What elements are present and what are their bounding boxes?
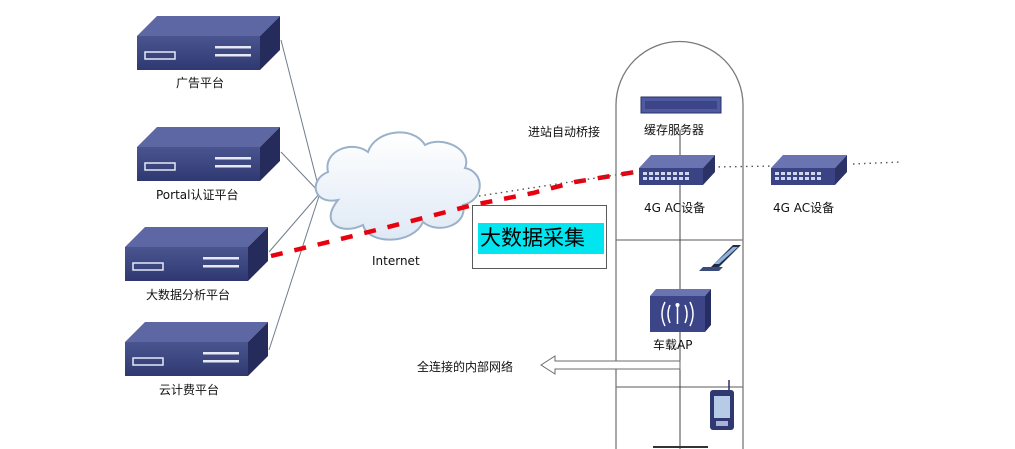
bigdata-dashed-path xyxy=(270,169,636,259)
bigdata-collection-box: 大数据采集 xyxy=(472,205,607,269)
diagram-svg xyxy=(268,39,901,449)
ad-platform-label: 广告平台 xyxy=(176,76,225,90)
portal-platform-label: Portal认证平台 xyxy=(156,188,239,202)
server-icon xyxy=(125,322,268,376)
bigdata-collection-label: 大数据采集 xyxy=(478,223,604,254)
ac-link-dotted xyxy=(712,165,776,168)
ac-inside-label: 4G AC设备 xyxy=(644,201,706,215)
ac-switch-inside-icon xyxy=(639,155,715,185)
link-bigdata xyxy=(268,192,321,253)
server-links xyxy=(268,39,321,351)
laptop-icon xyxy=(699,245,741,271)
server-icon xyxy=(137,127,280,181)
vehicle-ap-label: 车载AP xyxy=(653,338,693,352)
outside-dotted xyxy=(852,161,901,165)
vehicle-ap-icon xyxy=(650,289,711,332)
internet-label: Internet xyxy=(372,254,420,268)
cache-server-label: 缓存服务器 xyxy=(644,123,705,137)
phone-icon xyxy=(710,380,734,430)
internal-network-arrow xyxy=(540,355,681,375)
server-bigdata-platform xyxy=(123,225,271,283)
internal-network-label: 全连接的内部网络 xyxy=(417,360,514,374)
bridge-label: 进站自动桥接 xyxy=(528,125,601,139)
link-ad xyxy=(280,39,321,194)
server-icon xyxy=(137,16,280,70)
bigdata-platform-label: 大数据分析平台 xyxy=(146,288,231,302)
server-icon xyxy=(125,227,268,281)
server-billing-platform xyxy=(123,320,271,378)
link-portal xyxy=(280,151,321,194)
server-ad-platform xyxy=(135,14,283,72)
ac-outside-label: 4G AC设备 xyxy=(773,201,835,215)
diagram-canvas: 广告平台 Portal认证平台 大数据分析平台 云计费平台 Internet 大… xyxy=(113,0,901,449)
server-portal-platform xyxy=(135,125,283,183)
bridge-dotted-line xyxy=(478,171,636,197)
cache-server-icon xyxy=(640,96,722,114)
link-billing xyxy=(268,192,321,351)
ac-switch-outside-icon xyxy=(771,155,847,185)
billing-platform-label: 云计费平台 xyxy=(159,383,220,397)
